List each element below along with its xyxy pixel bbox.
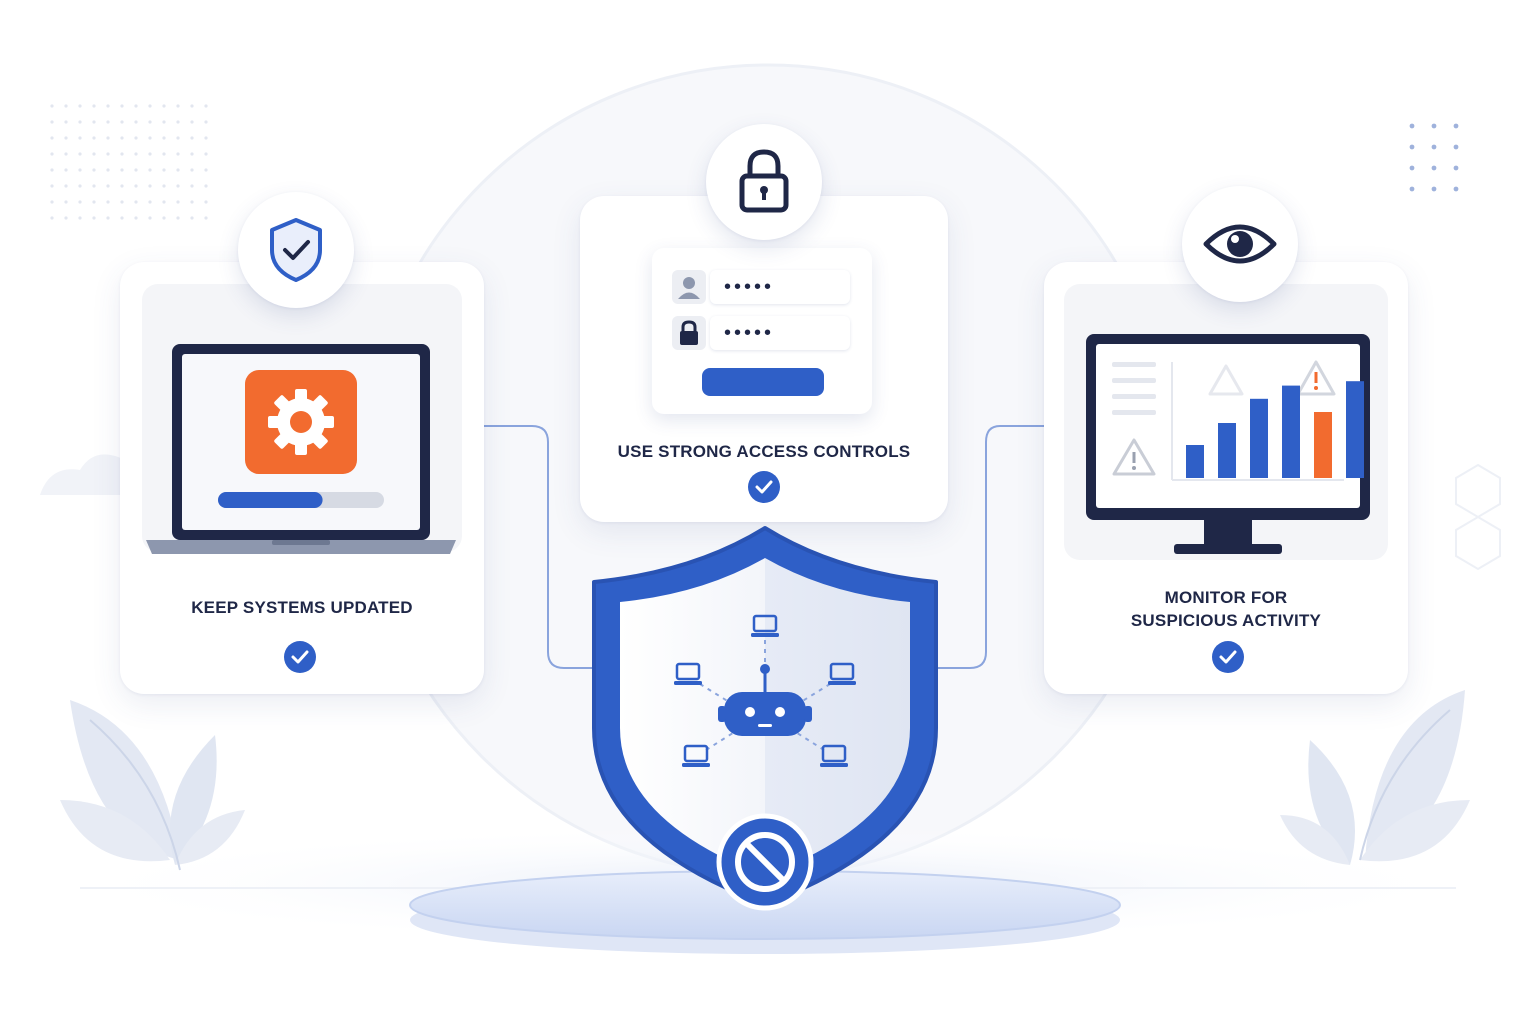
- chart-bar: [1186, 445, 1204, 478]
- warning-icon: [1208, 364, 1244, 396]
- card-label-line1: MONITOR FOR: [1164, 588, 1288, 607]
- padlock-badge: [706, 124, 822, 240]
- update-progress-fill: [218, 492, 323, 508]
- plant-left: [60, 700, 245, 871]
- login-button[interactable]: [702, 368, 824, 396]
- lock-icon: [680, 320, 698, 345]
- hexagon-decoration: [1455, 463, 1501, 571]
- chart-bar: [1346, 381, 1364, 478]
- laptop-icon: [751, 614, 779, 637]
- chart-bar: [1282, 385, 1300, 478]
- card-label: KEEP SYSTEMS UPDATED: [191, 598, 413, 617]
- robot-icon: [718, 664, 812, 736]
- card-label: USE STRONG ACCESS CONTROLS: [617, 442, 911, 461]
- dot-grid-right: [1409, 123, 1459, 192]
- password-field[interactable]: •••••: [710, 316, 850, 350]
- login-form: ••••• •••••: [652, 248, 872, 414]
- central-shield: [592, 526, 938, 911]
- shield-check-icon: [270, 218, 322, 282]
- laptop-illustration: [146, 344, 456, 554]
- chart-bar: [1218, 423, 1236, 478]
- warning-icon: [1296, 360, 1336, 396]
- activity-bar-chart: [1186, 381, 1364, 478]
- monitor-illustration: [1086, 334, 1370, 554]
- laptop-icon: [828, 662, 856, 685]
- laptop-icon: [820, 744, 848, 767]
- eye-badge: [1182, 186, 1298, 302]
- card-keep-systems-updated: KEEP SYSTEMS UPDATED: [120, 262, 484, 694]
- card-monitor-suspicious-activity: MONITOR FOR SUSPICIOUS ACTIVITY: [1044, 262, 1408, 694]
- block-icon: [716, 813, 814, 911]
- chart-bar: [1250, 398, 1268, 478]
- dot-grid-left: [50, 104, 208, 220]
- check-icon: [284, 641, 316, 673]
- password-field-icon-box: [672, 316, 706, 350]
- user-icon: [678, 277, 700, 299]
- check-icon: [748, 471, 780, 503]
- eye-icon: [1203, 224, 1277, 264]
- plant-right: [1280, 690, 1470, 865]
- gear-icon: [268, 389, 334, 455]
- check-icon: [1212, 641, 1244, 673]
- username-field[interactable]: •••••: [710, 270, 850, 304]
- card-strong-access-controls: ••••• ••••• USE STRONG ACCESS CONTROLS: [580, 196, 948, 522]
- laptop-icon: [674, 662, 702, 685]
- connector-lines: [462, 425, 1064, 669]
- user-field-icon-box: [672, 270, 706, 304]
- padlock-icon: [739, 149, 789, 213]
- warning-icon: [1112, 438, 1156, 476]
- username-mask: •••••: [724, 276, 775, 298]
- password-mask: •••••: [724, 322, 775, 344]
- chart-bar: [1314, 412, 1332, 478]
- card-label-line2: SUSPICIOUS ACTIVITY: [1130, 611, 1322, 630]
- shield-check-badge: [238, 192, 354, 308]
- laptop-icon: [682, 744, 710, 767]
